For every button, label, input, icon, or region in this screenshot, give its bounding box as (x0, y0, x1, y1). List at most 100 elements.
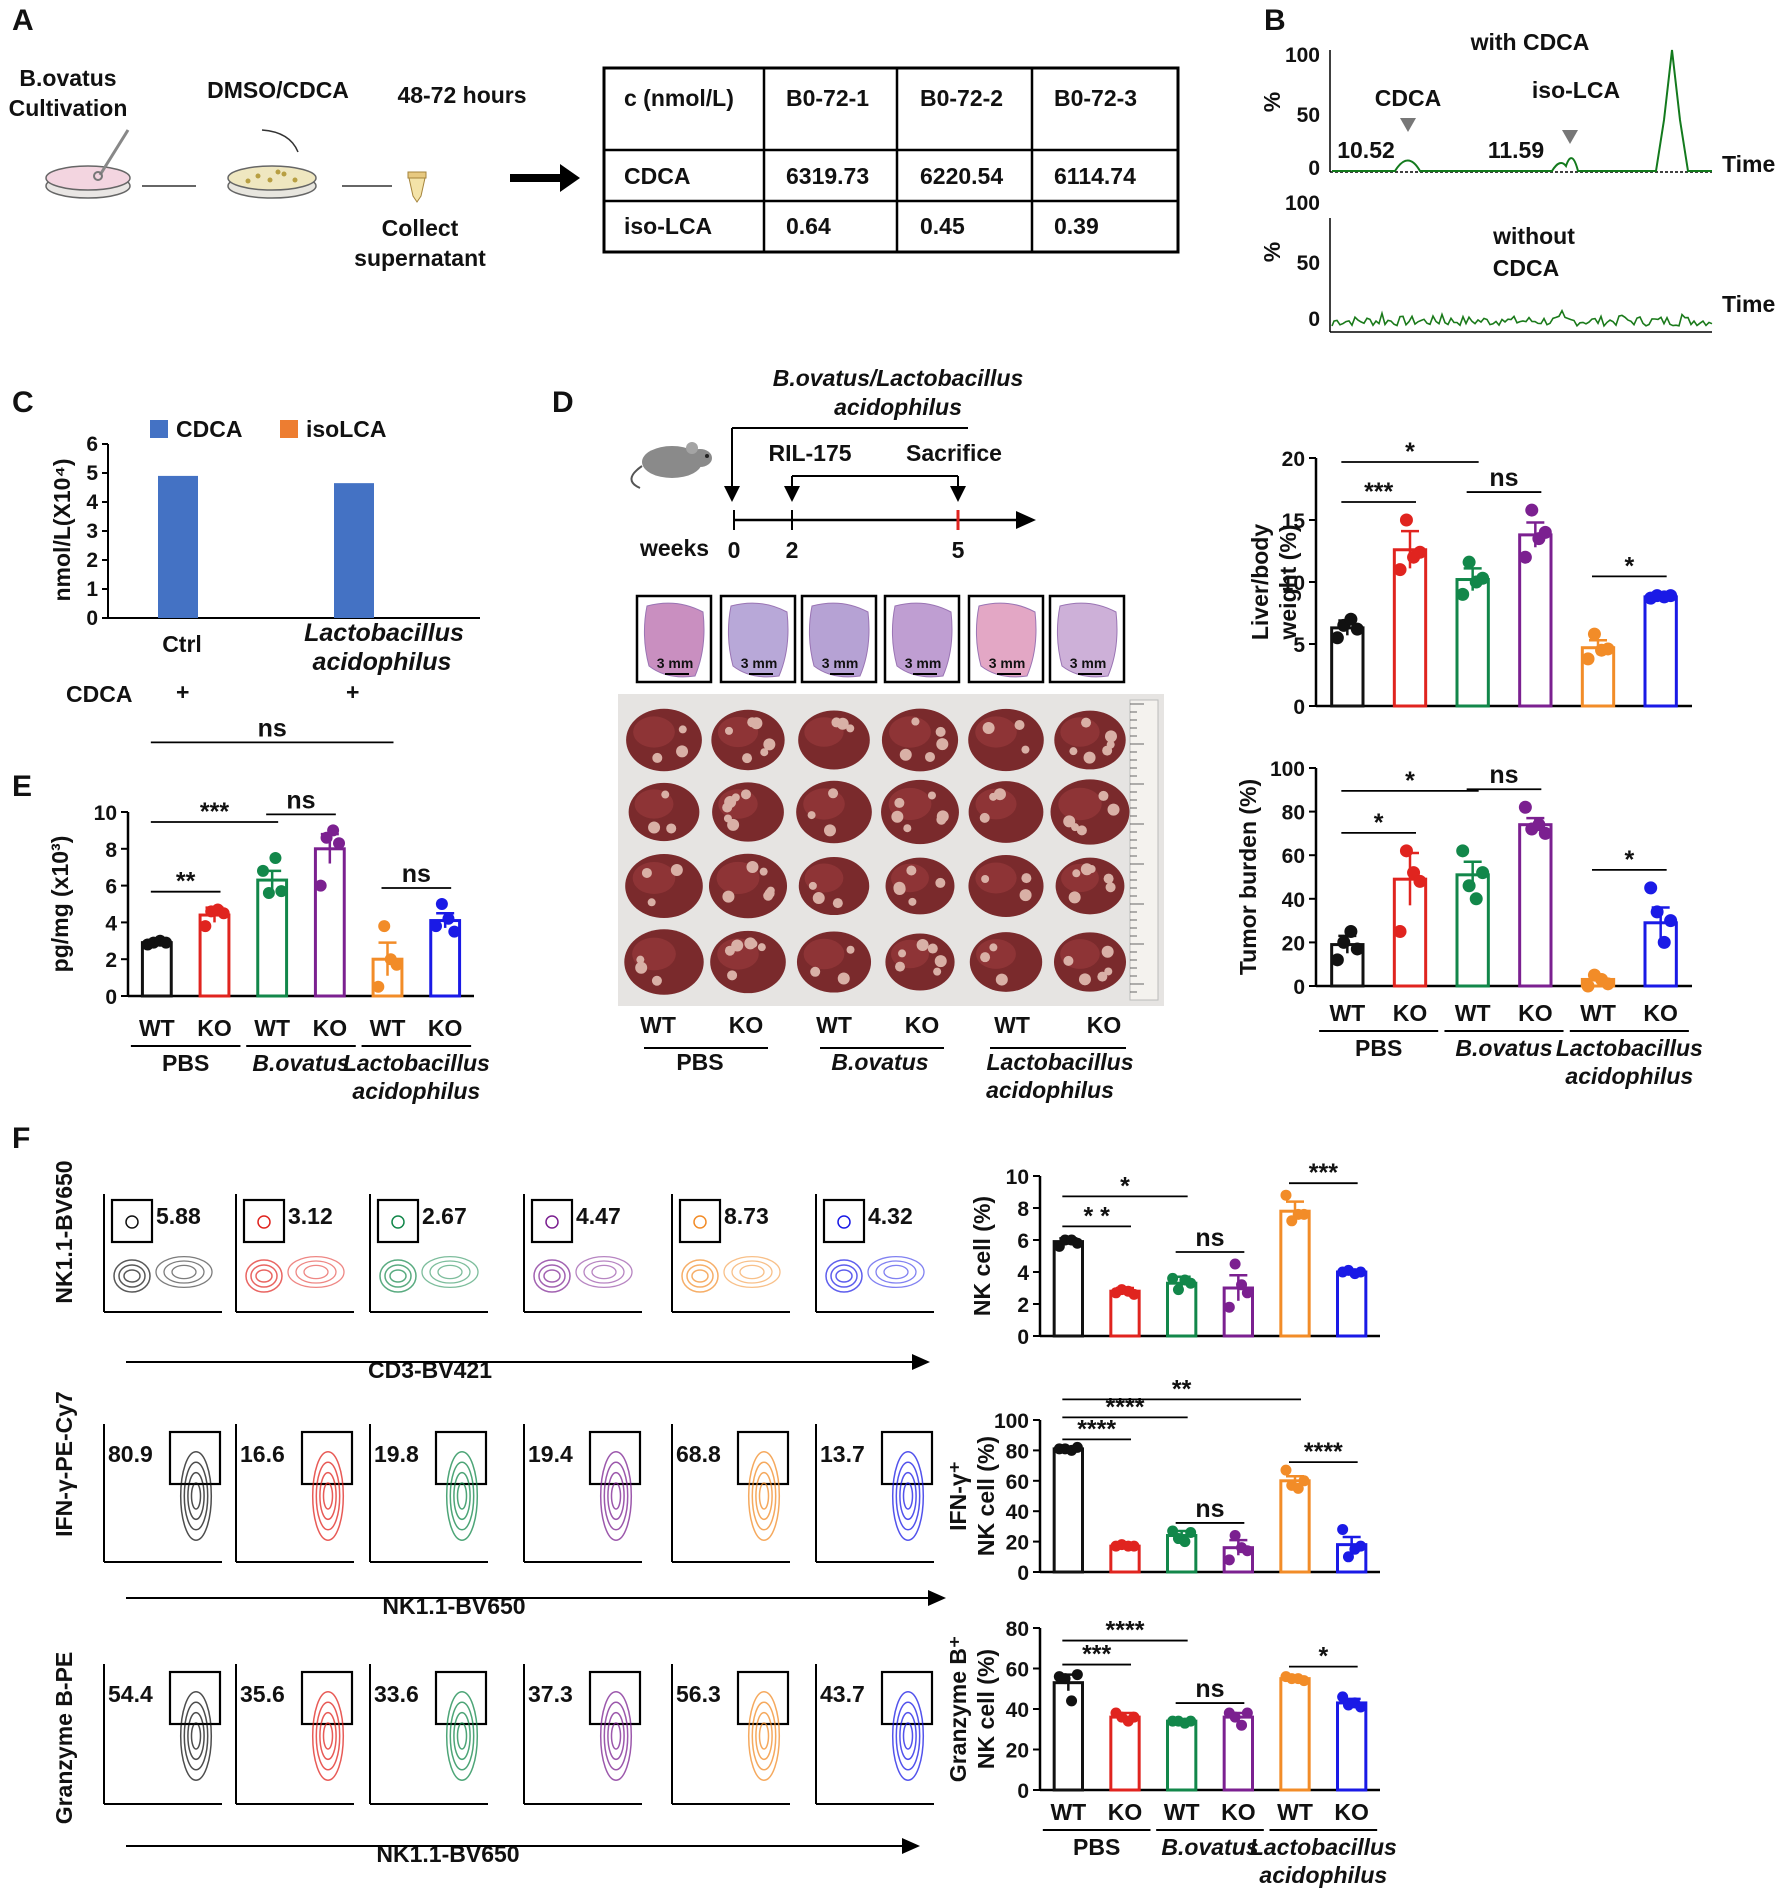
bar (1166, 1719, 1198, 1792)
chromatogram-title: without (1492, 223, 1575, 249)
data-point (1236, 1279, 1248, 1291)
tumor-nodule (1104, 967, 1113, 976)
data-point (1185, 1277, 1197, 1289)
data-point (1355, 1540, 1367, 1552)
group-label: Lactobacillus (1556, 1035, 1703, 1061)
tumor-nodule (763, 890, 774, 901)
contour (311, 1451, 345, 1541)
contour (758, 1482, 770, 1510)
gate-percent: 80.9 (108, 1441, 153, 1467)
contour (533, 1259, 571, 1293)
tumor-nodule (924, 751, 935, 762)
y-axis-label: Tumor burden (%) (1235, 779, 1261, 975)
tumor-nodule (908, 897, 917, 906)
data-point (435, 898, 448, 910)
gate-percent: 19.8 (374, 1441, 419, 1467)
liver-lobe (1060, 717, 1100, 747)
bar (313, 847, 346, 998)
gate-percent: 16.6 (240, 1441, 285, 1467)
gate-percent: 19.4 (528, 1441, 573, 1467)
significance-label: **** (1106, 1393, 1145, 1421)
chromatogram-trace (1332, 49, 1712, 172)
contour (449, 1461, 475, 1531)
gate-box (300, 1670, 354, 1726)
gate-percent: 8.73 (724, 1203, 769, 1229)
data-point (1185, 1715, 1197, 1727)
data-point (1518, 800, 1532, 814)
tumor-nodule (760, 748, 769, 757)
y-tick-label: 10 (1282, 572, 1305, 595)
significance-label: ** (1172, 1375, 1192, 1403)
y-tick-label: 4 (105, 912, 117, 935)
category-label: WT (1329, 1000, 1365, 1026)
data-point (1644, 881, 1658, 895)
histology-section (727, 602, 789, 678)
step1-line2: Cultivation (9, 95, 128, 121)
data-point (1399, 513, 1413, 527)
data-point (1350, 622, 1364, 636)
step3-label: 48-72 hours (397, 82, 526, 108)
gate-percent: 68.8 (676, 1441, 721, 1467)
bar (1279, 1677, 1311, 1792)
contour (607, 1711, 625, 1761)
tumor-nodule (676, 745, 689, 758)
arrow-down-icon (784, 486, 800, 502)
significance-label: ns (258, 714, 287, 742)
y-axis-label: IFN-γ⁺ (945, 1461, 971, 1531)
panel-label-a: A (12, 4, 34, 37)
y-tick-label: 100 (994, 1410, 1029, 1433)
contour (118, 1264, 146, 1288)
tumor-nodule (1101, 945, 1114, 958)
group-label: B.ovatus (1161, 1834, 1258, 1860)
data-point (269, 852, 282, 864)
tumor-nodule (906, 865, 917, 876)
y-tick-label: 0 (1017, 1562, 1029, 1585)
y-axis-label: Granzyme B⁺ (945, 1636, 971, 1782)
tumor-nodule (1097, 971, 1108, 982)
ytick: 50 (1297, 104, 1320, 127)
contour (599, 1691, 633, 1781)
tumor-nodule (837, 972, 850, 985)
contour (429, 1260, 471, 1284)
flow-xlabel: NK1.1-BV650 (382, 1593, 525, 1619)
contour (751, 1461, 777, 1531)
bar (334, 483, 374, 618)
significance-label: ns (402, 860, 431, 888)
histology-section (808, 602, 870, 678)
data-point (1413, 545, 1427, 559)
tumor-nodule (980, 952, 991, 963)
tumor-nodule (641, 867, 652, 878)
data-point (1298, 1475, 1310, 1487)
significance-label: ns (1195, 1224, 1224, 1252)
data-point (1601, 642, 1615, 656)
data-point (1657, 935, 1671, 949)
contour (751, 1701, 777, 1771)
group-label: PBS (1073, 1834, 1120, 1860)
contour (183, 1701, 209, 1771)
ytick: 100 (1285, 192, 1320, 215)
contour (295, 1260, 337, 1284)
data-point (1355, 1701, 1367, 1713)
significance-label: * (1318, 1643, 1328, 1671)
contour (747, 1691, 781, 1781)
y-tick-label: 2 (86, 549, 98, 572)
contour (693, 1215, 707, 1229)
tumor-nodule (666, 823, 677, 834)
y-tick-label: 100 (1270, 758, 1305, 781)
contour (123, 1269, 141, 1283)
data-point (275, 885, 288, 898)
data-point (1350, 942, 1364, 956)
y-tick-label: 5 (86, 462, 98, 485)
data-point (1229, 1258, 1241, 1270)
gate-box (376, 1198, 420, 1244)
gate-box (588, 1430, 642, 1486)
contour (731, 1260, 773, 1284)
peak-time: 10.52 (1337, 137, 1395, 163)
table-header-cell: B0-72-2 (920, 85, 1003, 111)
contour (875, 1260, 917, 1284)
data-point (1664, 914, 1678, 928)
data-point (1185, 1526, 1197, 1538)
category-label: WT (254, 1015, 290, 1041)
